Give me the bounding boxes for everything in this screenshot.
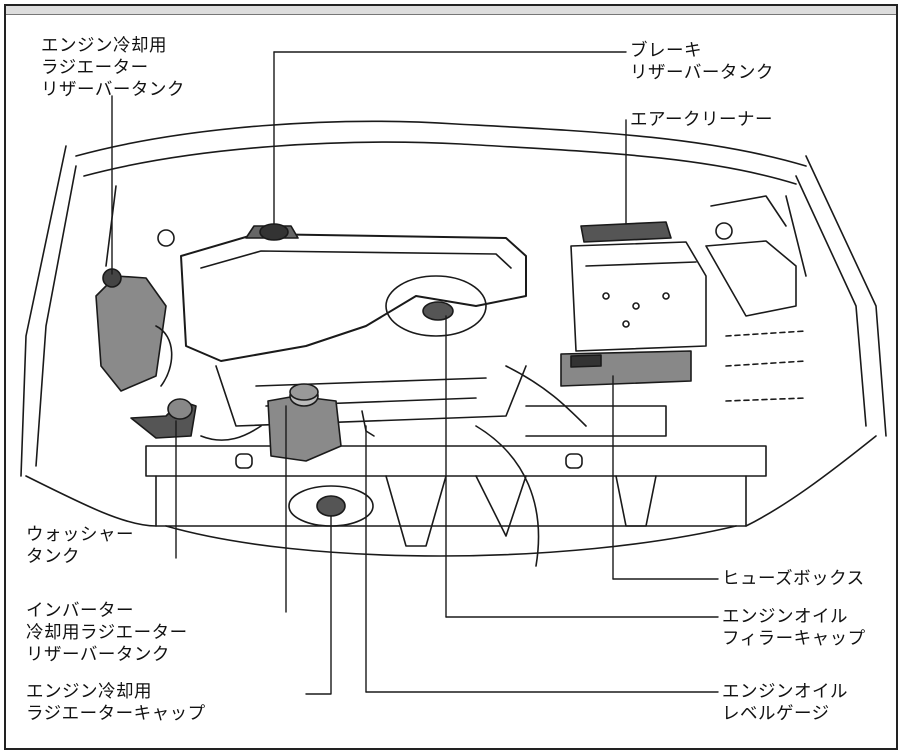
hoses — [200, 365, 667, 441]
label-line: レベルゲージ — [722, 704, 830, 724]
body-outline — [20, 120, 887, 477]
label-line: フィラーキャップ — [722, 629, 866, 649]
label-line: エンジンオイル — [722, 682, 848, 702]
label-line: 冷却用ラジエーター — [26, 623, 188, 643]
front-support — [25, 435, 877, 557]
label-line: リザーバータンク — [41, 80, 185, 100]
engine-cover — [180, 233, 527, 427]
top-bar — [6, 6, 896, 15]
label-air-cleaner: エアークリーナー — [630, 109, 773, 131]
label-line: ラジエーター — [41, 58, 149, 78]
label-line: リザーバータンク — [630, 63, 774, 83]
label-line: タンク — [26, 547, 80, 567]
label-line: リザーバータンク — [26, 645, 170, 665]
label-line: エンジン冷却用 — [26, 682, 152, 702]
air-cleaner-part — [570, 221, 707, 352]
dipstick-part — [361, 410, 540, 567]
label-line: ウォッシャー — [26, 525, 134, 545]
label-line: エンジンオイル — [722, 607, 848, 627]
washer-tank-part — [130, 398, 197, 439]
label-line: インバーター — [26, 601, 134, 621]
label-line: ヒューズボックス — [722, 569, 865, 589]
label-line: エンジン冷却用 — [41, 36, 167, 56]
label-engine-coolant-reservoir: エンジン冷却用 ラジエーター リザーバータンク — [41, 35, 185, 101]
brake-reservoir-part — [245, 223, 299, 241]
inverter-coolant-reservoir-part — [267, 383, 342, 462]
label-brake-reservoir: ブレーキ リザーバータンク — [630, 40, 774, 84]
engine-bay-illustration — [20, 51, 887, 695]
label-oil-filler-cap: エンジンオイル フィラーキャップ — [722, 606, 866, 650]
label-engine-radiator-cap: エンジン冷却用 ラジエーターキャップ — [26, 681, 206, 725]
label-line: ラジエーターキャップ — [26, 704, 206, 724]
label-line: ブレーキ — [630, 41, 702, 61]
leader-lines — [111, 51, 719, 695]
fuse-box-part — [560, 350, 692, 387]
label-line: エアークリーナー — [630, 110, 773, 130]
diagram-frame: エンジン冷却用 ラジエーター リザーバータンク ブレーキ リザーバータンク エア… — [4, 4, 898, 750]
label-fuse-box: ヒューズボックス — [722, 568, 865, 590]
right-side-components — [157, 195, 807, 402]
engine-coolant-reservoir-part — [95, 268, 173, 392]
label-oil-dipstick: エンジンオイル レベルゲージ — [722, 681, 848, 725]
label-inverter-coolant-reservoir: インバーター 冷却用ラジエーター リザーバータンク — [26, 600, 188, 666]
label-washer-tank: ウォッシャー タンク — [26, 524, 134, 568]
